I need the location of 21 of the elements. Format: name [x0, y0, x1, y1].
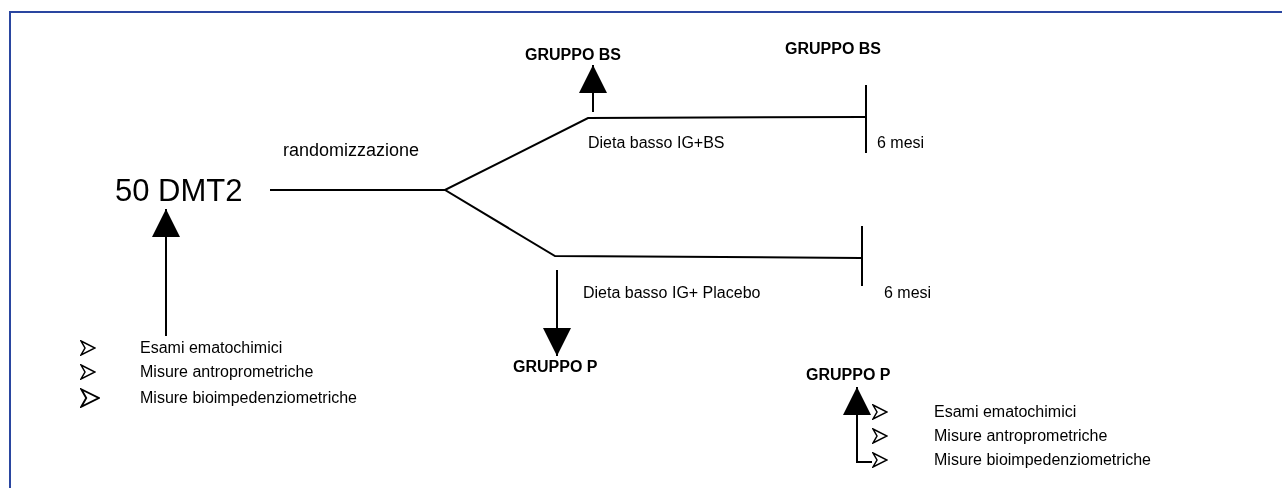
list-item: Esami ematochimici [140, 339, 283, 357]
step-label: randomizzazione [283, 140, 420, 160]
list-item: Misure bioimpedenziometriche [934, 451, 1151, 469]
group-label: GRUPPO P [806, 362, 922, 388]
list-item: Misure antroprometriche [934, 427, 1108, 445]
edge-label: Dieta basso IG+BS [588, 134, 725, 152]
list-item: Misure antroprometriche [140, 363, 314, 381]
list-item: Misure bioimpedenziometriche [140, 389, 357, 407]
cohort-label: 50 DMT2 [115, 172, 270, 210]
group-label: GRUPPO P [513, 356, 629, 378]
arrow [843, 386, 873, 463]
branch-line [269, 189, 862, 259]
list-item: Esami ematochimici [934, 403, 1077, 421]
arrow [543, 269, 571, 357]
edge-label: Dieta basso IG+ Placebo [583, 284, 761, 302]
group-label: GRUPPO BS [525, 44, 643, 66]
duration-label: 6 mesi [884, 284, 932, 302]
duration-label: 6 mesi [877, 134, 925, 152]
arrow [152, 208, 180, 337]
arrow [579, 64, 607, 113]
group-label: GRUPPO BS [785, 38, 919, 60]
